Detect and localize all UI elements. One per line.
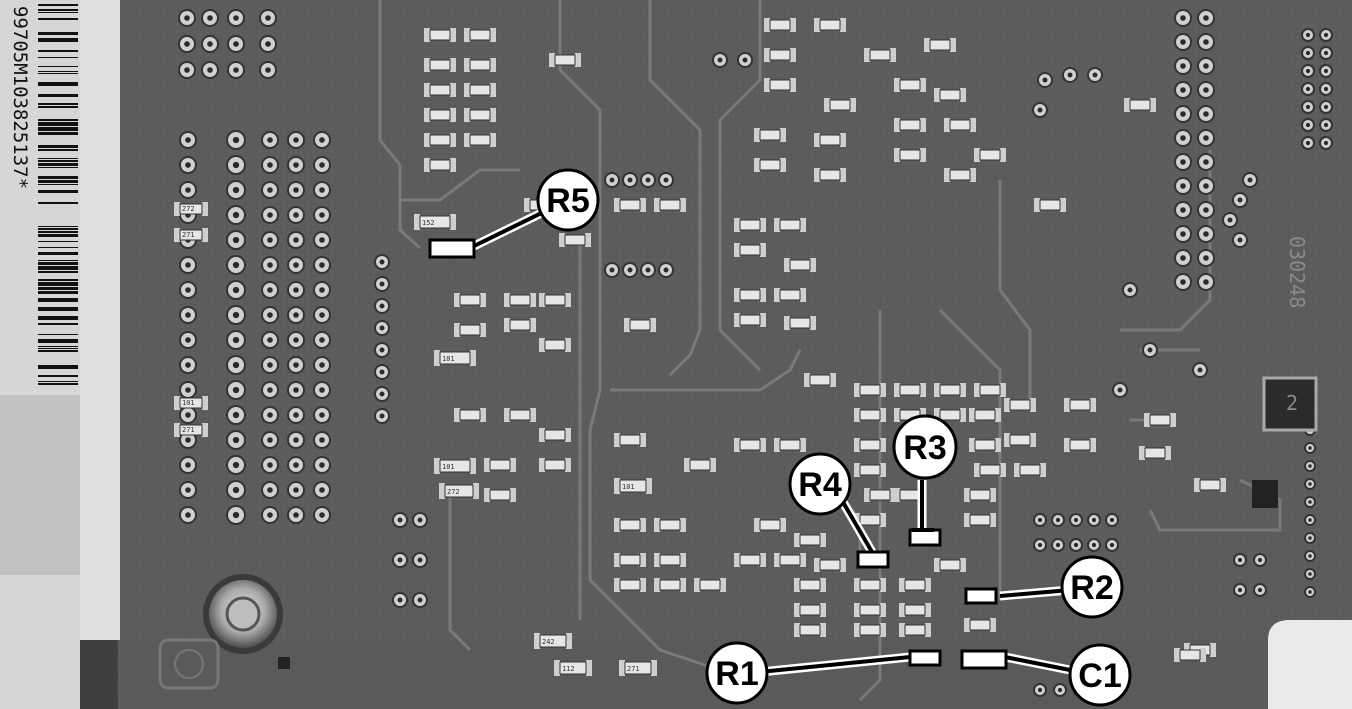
traces: [378, 0, 1282, 702]
callout-r3: R3: [892, 414, 958, 480]
sticker-edge: [0, 395, 80, 575]
smd-components: 152 272 271 101 101 271 101 272 101 242 112 271: [174, 18, 1226, 676]
svg-text:101: 101: [182, 399, 195, 407]
callout-r5-label: R5: [546, 182, 589, 220]
callout-r1: R1: [705, 641, 769, 705]
svg-text:101: 101: [622, 483, 635, 491]
callout-r2-label: R2: [1070, 569, 1113, 607]
mounting-bolt: [158, 574, 290, 690]
barcode-text: 99705M103825137*: [9, 6, 31, 189]
ic-chip: 2: [1252, 376, 1318, 508]
target-markers: [428, 238, 1008, 670]
svg-text:152: 152: [422, 219, 435, 227]
ic-marking: 2: [1286, 391, 1298, 415]
callout-c1-label: C1: [1078, 657, 1121, 695]
callout-c1: C1: [1068, 643, 1132, 707]
callout-r4: R4: [788, 452, 852, 516]
callout-r3-label: R3: [903, 429, 946, 467]
svg-text:112: 112: [562, 665, 575, 673]
callout-r5: R5: [536, 168, 600, 232]
svg-text:101: 101: [442, 463, 455, 471]
label-sticker: [0, 0, 80, 709]
svg-text:271: 271: [182, 231, 195, 239]
callout-r4-label: R4: [798, 466, 842, 504]
callout-r1-label: R1: [715, 655, 758, 693]
callouts: R5 R3 R4 R2 R1 C1: [536, 168, 1132, 707]
svg-text:101: 101: [442, 355, 455, 363]
silkscreen-code: 030248: [1285, 236, 1309, 308]
svg-text:272: 272: [182, 205, 195, 213]
callout-leaders: [468, 195, 1081, 677]
barcode: 99705M103825137*: [9, 4, 78, 385]
solder-pads: [178, 9, 1333, 697]
svg-text:271: 271: [627, 665, 640, 673]
callout-r2: R2: [1060, 555, 1124, 619]
plastic-frame: [80, 0, 120, 640]
svg-text:272: 272: [447, 488, 460, 496]
svg-text:271: 271: [182, 426, 195, 434]
white-corner: [1268, 620, 1352, 709]
svg-text:242: 242: [542, 638, 555, 646]
